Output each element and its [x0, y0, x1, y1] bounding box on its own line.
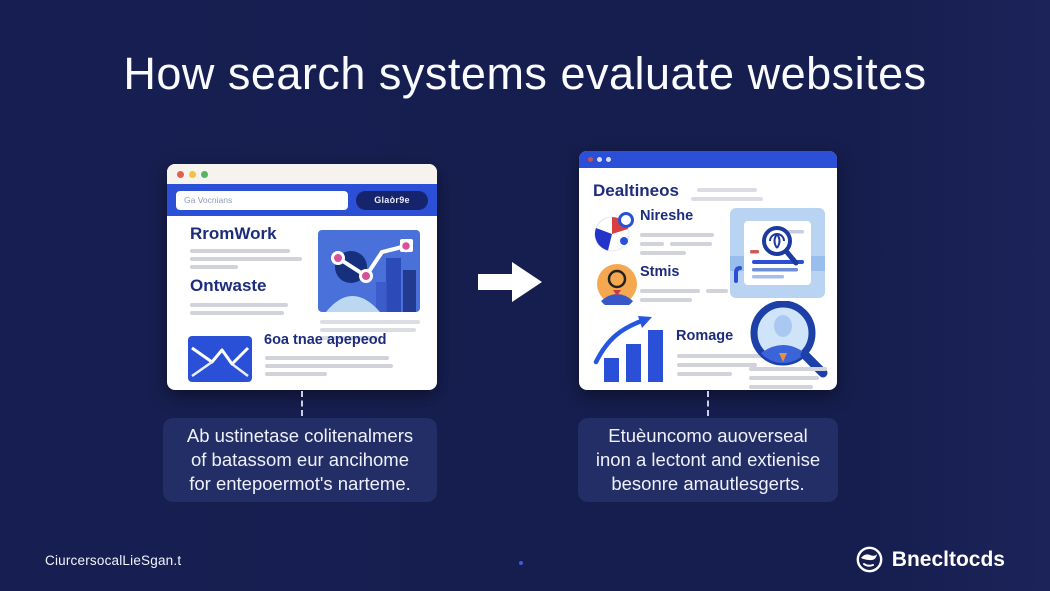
- item-label: Stmis: [640, 264, 680, 280]
- browser-window-right: Dealtineos Nireshe: [579, 151, 837, 390]
- text-placeholder-line: [691, 197, 763, 201]
- text-placeholder-line: [677, 363, 757, 367]
- text-placeholder-line: [749, 385, 813, 389]
- text-placeholder-line: [670, 242, 712, 246]
- caption-line: Etuèuncomo auoverseal: [608, 424, 808, 446]
- document-inspection-card: [730, 208, 825, 298]
- browser-titlebar: [579, 151, 837, 168]
- text-placeholder-line: [190, 265, 238, 269]
- caption-line: inon a lectont and extienise: [595, 448, 821, 470]
- search-input[interactable]: [176, 190, 348, 210]
- text-placeholder-line: [265, 364, 393, 368]
- text-placeholder-line: [190, 257, 302, 261]
- caption-line: besonre amautlesgerts.: [611, 473, 805, 495]
- browser-search-bar: Glaòr9e: [167, 184, 437, 216]
- envelope-icon: [188, 336, 252, 382]
- text-placeholder-line: [697, 188, 757, 192]
- brand-logo-icon: [856, 546, 883, 573]
- green-dot-icon: [201, 170, 208, 178]
- text-placeholder-line: [320, 336, 378, 340]
- bar-chart-icon: [592, 314, 668, 382]
- light-dot-icon: [597, 157, 602, 162]
- text-placeholder-line: [677, 372, 732, 376]
- brand-name: Bnecltocds: [891, 547, 1005, 571]
- red-dot-icon: [588, 157, 593, 162]
- text-placeholder-line: [749, 367, 827, 371]
- brand-lockup: Bnecltocds: [856, 546, 1005, 573]
- text-placeholder-line: [677, 354, 765, 358]
- text-placeholder-line: [320, 328, 416, 332]
- page-heading: Dealtineos: [593, 181, 679, 200]
- analytics-illustration: [318, 230, 420, 340]
- section-heading: Ontwaste: [190, 276, 267, 295]
- caption-line: Ab ustinetase colitenalmers: [186, 424, 414, 446]
- text-placeholder-line: [190, 303, 288, 307]
- item-label: Romage: [676, 328, 734, 344]
- footer-credit: CiurcersocalLieSgan.t: [45, 553, 182, 568]
- left-window-content: RromWork Ontwaste: [167, 216, 437, 390]
- text-placeholder-line: [190, 311, 284, 315]
- text-placeholder-line: [640, 242, 664, 246]
- right-window-content: Dealtineos Nireshe: [579, 168, 837, 390]
- text-placeholder-line: [749, 376, 819, 380]
- profile-magnifier-icon: [749, 301, 831, 389]
- person-chart-image: [318, 230, 420, 312]
- text-placeholder-line: [640, 251, 686, 255]
- browser-titlebar: [167, 164, 437, 184]
- text-placeholder-line: [265, 372, 327, 376]
- item-label: Nireshe: [640, 208, 694, 224]
- flow-arrow-icon: [478, 261, 542, 303]
- section-heading: 6oa tnae apepeod: [264, 332, 387, 348]
- search-button[interactable]: Glaòr9e: [356, 190, 428, 210]
- avatar-icon: [596, 263, 638, 305]
- light-dot-icon: [606, 157, 611, 162]
- section-heading: RromWork: [190, 224, 277, 243]
- dashed-connector: [301, 391, 303, 416]
- decorative-dot: [519, 561, 523, 565]
- browser-window-left: Glaòr9e RromWork Ontwaste: [167, 164, 437, 390]
- yellow-dot-icon: [189, 170, 196, 178]
- text-placeholder-line: [320, 320, 420, 324]
- caption-line: of batassom eur ancihome: [190, 448, 409, 470]
- caption-right: Etuèuncomo auoverseal inon a lectont and…: [578, 418, 838, 502]
- dashed-connector: [707, 391, 709, 416]
- page-title: How search systems evaluate websites: [123, 48, 927, 99]
- text-placeholder-line: [706, 289, 728, 293]
- text-placeholder-line: [640, 298, 692, 302]
- text-placeholder-line: [640, 233, 714, 237]
- red-dot-icon: [177, 170, 184, 178]
- text-placeholder-line: [640, 289, 700, 293]
- text-placeholder-line: [265, 356, 389, 360]
- text-placeholder-line: [190, 249, 290, 253]
- pie-chart-icon: [593, 210, 637, 254]
- caption-line: for entepoermot's narteme.: [189, 473, 411, 495]
- caption-left: Ab ustinetase colitenalmers of batassom …: [163, 418, 437, 502]
